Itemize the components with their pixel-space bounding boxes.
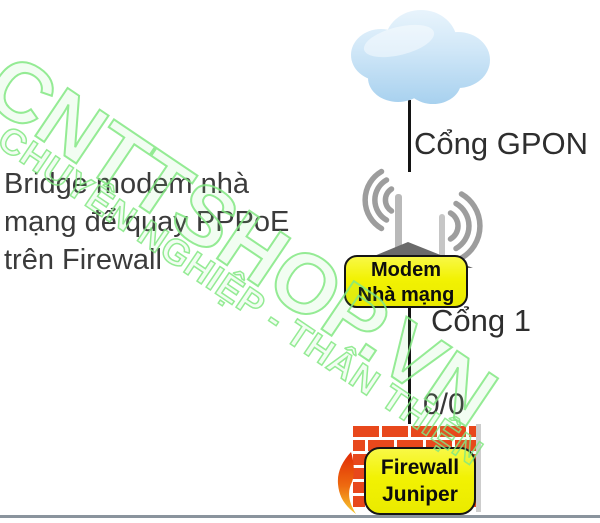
- slide-bottom-border: [0, 515, 600, 518]
- label-port1: Cổng 1: [431, 303, 531, 338]
- annotation-line-3: trên Firewall: [4, 244, 162, 276]
- flame-icon: [337, 452, 356, 514]
- annotation-line-2: mạng để quay PPPoE: [4, 206, 290, 238]
- wireless-modem-icon: [345, 168, 483, 268]
- modem-node: Modem Nhà mạng: [344, 255, 468, 308]
- label-gpon-port: Cổng GPON: [414, 126, 589, 161]
- internet-cloud-icon: [351, 10, 490, 104]
- firewall-node: Firewall Juniper: [364, 447, 476, 515]
- firewall-node-line-1: Firewall: [380, 456, 460, 479]
- firewall-node-line-2: Juniper: [382, 483, 458, 506]
- modem-node-line-2: Nhà mạng: [357, 284, 455, 306]
- link-cloud-modem: [408, 100, 411, 172]
- link-modem-firewall: [408, 307, 411, 425]
- label-interface-0-0: 0/0: [423, 388, 465, 421]
- annotation-line-1: Bridge modem nhà: [4, 168, 250, 200]
- modem-node-line-1: Modem: [371, 259, 441, 281]
- annotation-note: Bridge modem nhà mạng để quay PPPoE trên…: [4, 165, 289, 279]
